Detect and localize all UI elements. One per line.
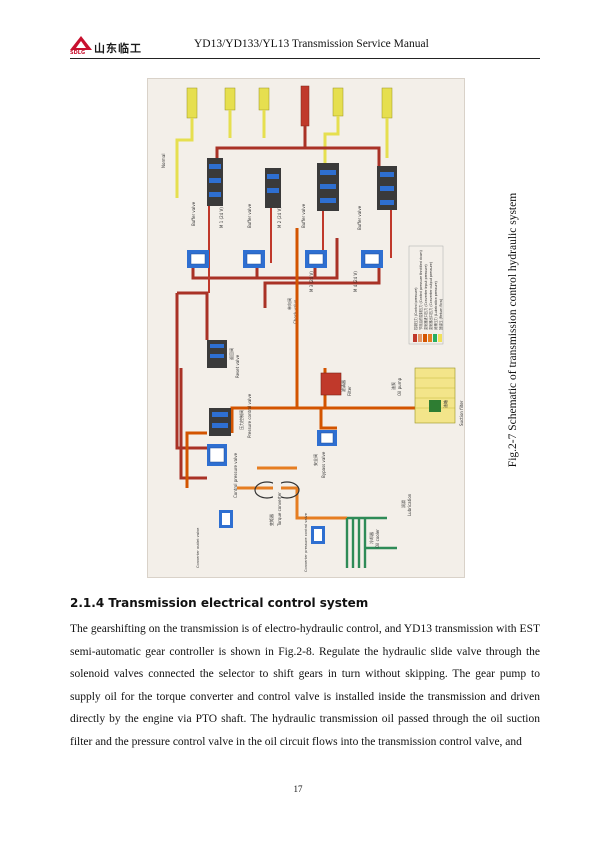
oil-cooler-cn-label: 冷却器 — [368, 532, 374, 544]
legend-label-return: 回油压 (Return flow) — [438, 299, 443, 330]
page-number: 17 — [293, 784, 303, 794]
converter-pressure-valve-label: Converter pressure control valve — [304, 512, 308, 572]
pressure-control-valve-cn-label: 压力控制阀 — [238, 410, 244, 430]
normal-label: Normal — [161, 154, 166, 168]
hydraulic-schematic-figure: Buffer valve Buffer valve Buffer valve B… — [147, 78, 465, 578]
solenoid-valve-m3 — [305, 250, 327, 268]
check-valve-cn-label: 单向阀 — [286, 298, 292, 310]
reset-valve-cn-label: 返回阀 — [228, 348, 234, 360]
legend-label-control: 控制压力 (Control pressure) — [413, 287, 418, 330]
oil-tank-label: 油箱 — [442, 400, 448, 408]
converter-outlet-valve: Converter outlet valve — [196, 510, 233, 568]
legend-swatch-conv-out — [428, 334, 432, 342]
header-title: YD13/YD133/YL13 Transmission Service Man… — [194, 38, 429, 50]
bypass-valve-label: Bypass valve — [321, 451, 326, 478]
solenoid-valve-m2 — [243, 250, 265, 268]
torque-converter-label: Torque converter — [277, 492, 282, 527]
legend-swatch-lube — [433, 334, 437, 342]
torque-converter: Torque converter 变矩器 — [254, 481, 300, 527]
figure-caption-text: Fig.2-7 Schematic of transmission contro… — [507, 192, 519, 468]
legend-swatch-throttled — [418, 334, 422, 342]
bypass-valve: Bypass valve 安全阀 — [312, 430, 337, 478]
section-body: The gearshifting on the transmission is … — [70, 623, 540, 748]
legend-label-lube: 润滑压力 (Lubrication pressure) — [433, 281, 438, 330]
return-flow-pipes — [175, 110, 389, 198]
m1-label: M 1 (24 V) — [219, 207, 224, 228]
figure-legend: 控制压力 (Control pressure) 节流后的控制压力 (Contro… — [408, 245, 444, 345]
filter: Filter 滤清器 — [320, 372, 352, 396]
control-pressure-valve: Control pressure valve — [207, 444, 238, 498]
oil-pump-cn-label: 油泵 — [390, 382, 396, 390]
control-pressure-valve-label: Control pressure valve — [233, 452, 238, 498]
sdlg-logo: 山东临工 SDLG — [70, 36, 150, 56]
bypass-valve-cn-label: 安全阀 — [312, 454, 318, 466]
filter-cn-label: 滤清器 — [340, 380, 346, 392]
logo-text: 山东临工 — [94, 42, 142, 55]
lubrication-cn-label: 润滑 — [400, 500, 406, 508]
converter-output-lines — [237, 466, 347, 520]
m4-label: M 4 (24 V) — [353, 271, 358, 292]
legend-label-throttled: 节流后的控制压力 (Control pressure throttled dow… — [418, 250, 423, 330]
solenoid-valve-m4 — [361, 250, 383, 268]
legend-label-conv-in: 变矩器进口压力 (Converter input pressure) — [423, 264, 428, 330]
suction-filter-label: Suction filter — [459, 400, 464, 426]
sdlg-logo-mark-icon — [70, 36, 92, 50]
solenoid-valve-m1 — [187, 250, 209, 268]
reset-valve: Reset valve 返回阀 — [207, 340, 240, 378]
buffer-valve-label-4: Buffer valve — [357, 205, 362, 230]
filter-label: Filter — [347, 386, 352, 396]
header-rule — [70, 58, 540, 59]
logo-sub: SDLG — [70, 50, 86, 56]
converter-input-lines — [185, 228, 427, 488]
figure-caption: Fig.2-7 Schematic of transmission contro… — [498, 170, 528, 490]
oil-cooler — [345, 516, 397, 568]
m3-label: M 3 (24 V) — [309, 271, 314, 292]
lubrication-label: Lubrication — [407, 493, 412, 516]
oil-cooler-label: Oil cooler — [375, 529, 380, 548]
shift-valve-group: Buffer valve Buffer valve Buffer valve B… — [161, 154, 397, 230]
legend-swatch-control — [413, 334, 417, 342]
m2-label: M 2 (24 V) — [277, 207, 282, 228]
converter-pressure-valve: Converter pressure control valve — [304, 512, 325, 572]
oil-pump-label: Oil pump — [397, 377, 402, 396]
page-header: 山东临工 SDLG YD13/YD133/YL13 Transmission S… — [70, 34, 540, 58]
converter-outlet-valve-label: Converter outlet valve — [196, 527, 200, 568]
buffer-valve-label-1: Buffer valve — [191, 201, 196, 226]
pressure-control-valve: Pressure control valve 压力控制阀 — [209, 393, 252, 438]
buffer-valve-label-3: Buffer valve — [301, 203, 306, 228]
torque-converter-cn-label: 变矩器 — [268, 514, 274, 526]
reset-valve-label: Reset valve — [235, 354, 240, 378]
solenoid-valve-group: M 1 (24 V) M 2 (24 V) M 3 (24 V) M 4 (24… — [187, 207, 383, 292]
section-heading: 2.1.4 Transmission electrical control sy… — [70, 596, 369, 610]
oil-tank: 油箱 Suction filter — [414, 367, 464, 426]
legend-swatch-conv-in — [423, 334, 427, 342]
buffer-valve-label-2: Buffer valve — [247, 203, 252, 228]
legend-swatch-return — [438, 334, 442, 342]
pressure-control-valve-label: Pressure control valve — [247, 393, 252, 438]
legend-label-conv-out: 变矩器出口压力 (Converter output pressure) — [428, 262, 433, 330]
